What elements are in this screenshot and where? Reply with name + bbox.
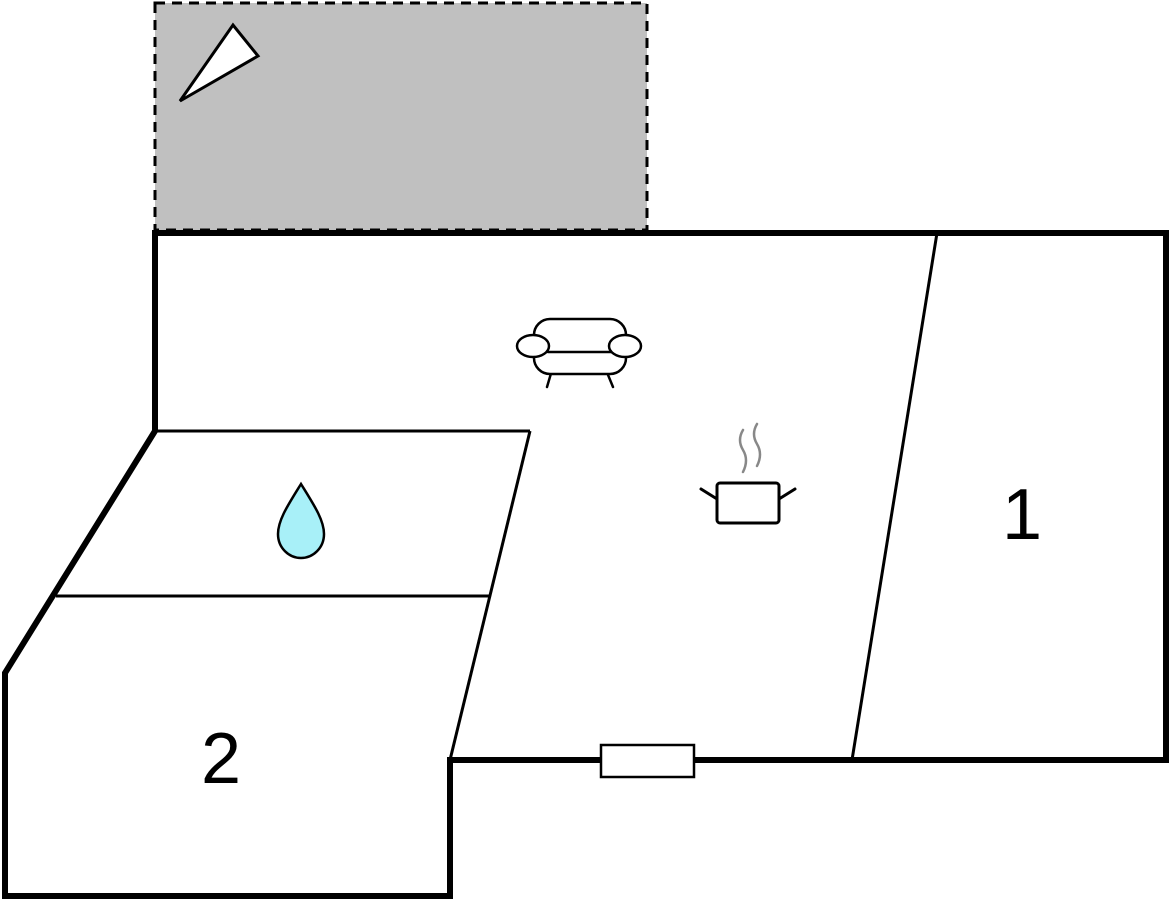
room-label-bedroom-1: 1 — [1002, 475, 1042, 555]
outer-walls — [2, 230, 1169, 899]
entrance-door-icon — [599, 743, 696, 779]
water-drop-icon — [276, 481, 326, 560]
cooking-pot-icon — [699, 422, 797, 525]
interior-walls — [56, 232, 939, 761]
room-label-bedroom-2: 2 — [201, 719, 241, 799]
wall-bedroom1-partition — [850, 232, 939, 761]
north-arrow-icon — [178, 22, 261, 103]
sofa-icon — [515, 317, 643, 389]
terrace — [153, 1, 649, 232]
